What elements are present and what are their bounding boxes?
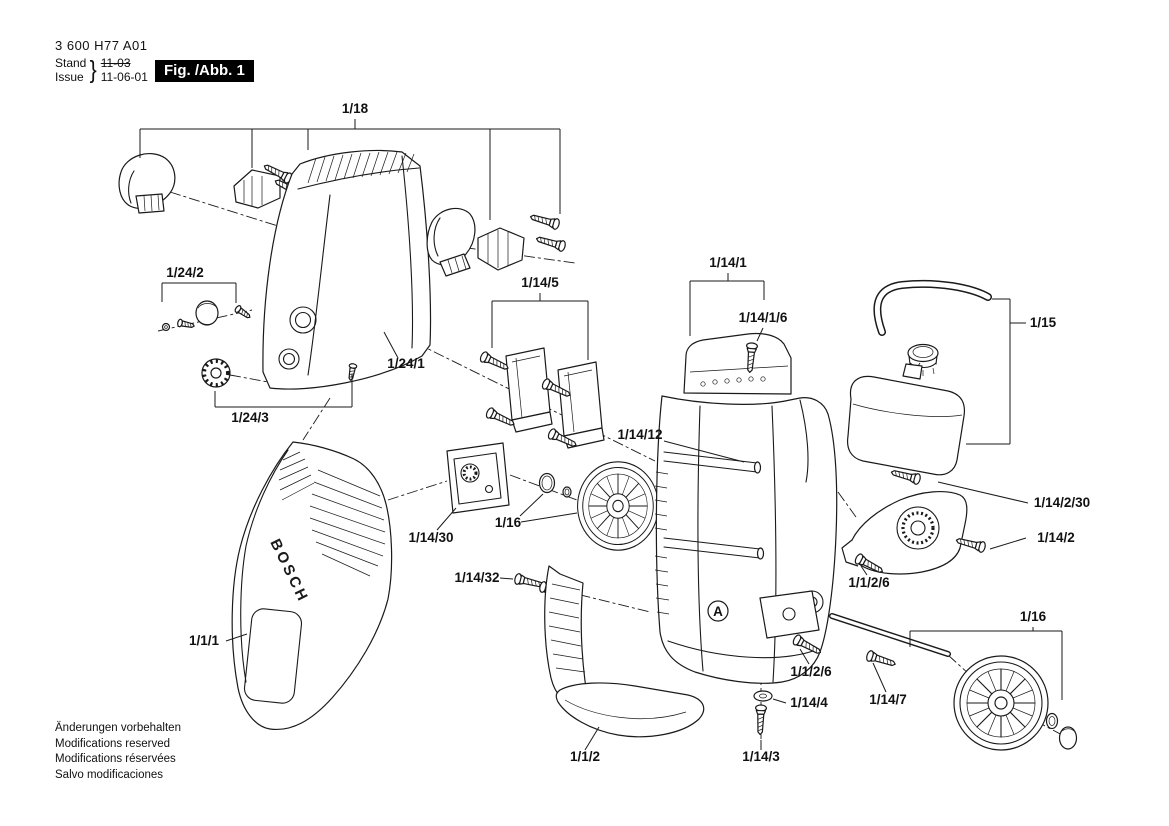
handle-cover xyxy=(262,149,432,390)
issue-value: 11-06-01 xyxy=(100,70,148,84)
screw-icon xyxy=(864,649,898,670)
hub-cap-small xyxy=(1045,712,1059,730)
wheel-right xyxy=(953,655,1049,751)
tank-cap xyxy=(907,343,939,376)
part-label: 1/16 xyxy=(1020,609,1047,624)
bottom-base xyxy=(544,565,705,738)
part-label: 1/14/1/6 xyxy=(739,310,788,325)
legal-line-en: Modifications reserved xyxy=(55,737,171,750)
legal-line-es: Salvo modificaciones xyxy=(55,768,164,781)
handle-bracket-left xyxy=(233,169,281,209)
o-ring-small xyxy=(562,486,572,498)
part-label: 1/14/4 xyxy=(790,695,828,710)
screw-icon xyxy=(478,350,511,374)
part-label: 1/14/3 xyxy=(742,749,780,764)
part-label: 1/18 xyxy=(342,101,369,116)
revision-block: Stand Issue } 11-03 11-06-01 xyxy=(55,56,148,84)
legal-line-de: Änderungen vorbehalten xyxy=(55,722,181,734)
tank-hose xyxy=(873,279,992,336)
part-label: 1/14/12 xyxy=(617,427,662,442)
part-label: 1/24/1 xyxy=(387,356,425,371)
screw-icon xyxy=(233,304,253,322)
screw-icon xyxy=(528,210,561,231)
issue-label: Issue xyxy=(55,70,84,84)
svg-text:A: A xyxy=(713,604,723,619)
part-label: 1/14/32 xyxy=(454,570,499,585)
part-label: 1/16 xyxy=(495,515,522,530)
front-cover-bosch: BOSCH xyxy=(231,441,393,731)
mounting-bracket-a xyxy=(505,347,553,433)
rotary-knob-group xyxy=(201,358,231,388)
part-label: 1/14/1 xyxy=(709,255,747,270)
part-label: 1/1/2 xyxy=(570,749,600,764)
wheel-axle xyxy=(829,613,951,657)
part-label: 1/24/2 xyxy=(166,265,204,280)
legal-line-fr: Modifications réservées xyxy=(55,753,176,765)
handle-grip-right xyxy=(426,207,476,277)
brace-glyph: } xyxy=(89,56,98,84)
handle-bracket-right xyxy=(477,227,525,271)
handle-grip-left xyxy=(118,153,176,214)
leader-lines xyxy=(139,119,1063,751)
valve-block xyxy=(446,442,510,514)
screw-icon xyxy=(534,232,567,253)
screw-icon xyxy=(754,704,768,736)
o-ring-large xyxy=(538,472,556,494)
wheel-left xyxy=(577,461,659,551)
part-label: 1/14/7 xyxy=(869,692,907,707)
detergent-tank xyxy=(846,363,966,476)
mounting-bracket-b xyxy=(557,361,605,449)
part-label: 1/14/2 xyxy=(1037,530,1075,545)
detail-marker-a: A xyxy=(707,600,729,622)
stand-value: 11-03 xyxy=(100,56,131,70)
part-label: 1/15 xyxy=(1030,315,1057,330)
title-block: 3 600 H77 A01 Stand Issue } 11-03 11-06-… xyxy=(55,38,148,84)
motor-housing xyxy=(654,395,838,684)
type-number: 3 600 H77 A01 xyxy=(55,38,148,53)
part-label: 1/1/2/6 xyxy=(848,575,890,590)
part-label: 1/14/30 xyxy=(408,530,453,545)
knob-cap-group xyxy=(161,300,219,332)
part-label: 1/14/2/30 xyxy=(1034,495,1090,510)
part-label: 1/24/3 xyxy=(231,410,269,425)
part-label: 1/1/1 xyxy=(189,633,220,648)
washer xyxy=(753,690,773,702)
part-label: 1/14/5 xyxy=(521,275,559,290)
part-label: 1/1/2/6 xyxy=(790,664,832,679)
hub-cap-large xyxy=(1058,726,1078,750)
legal-notice: Änderungen vorbehalten Modifications res… xyxy=(55,721,181,783)
part-labels: 1/18 1/24/2 1/24/1 1/24/3 1/14/5 1/14/1 … xyxy=(166,101,1090,764)
screw-icon xyxy=(176,318,196,331)
fan-shroud xyxy=(841,490,968,575)
pump-bracket xyxy=(683,332,792,395)
stand-label: Stand xyxy=(55,56,87,70)
figure-number-box: Fig. /Abb. 1 xyxy=(155,60,254,82)
